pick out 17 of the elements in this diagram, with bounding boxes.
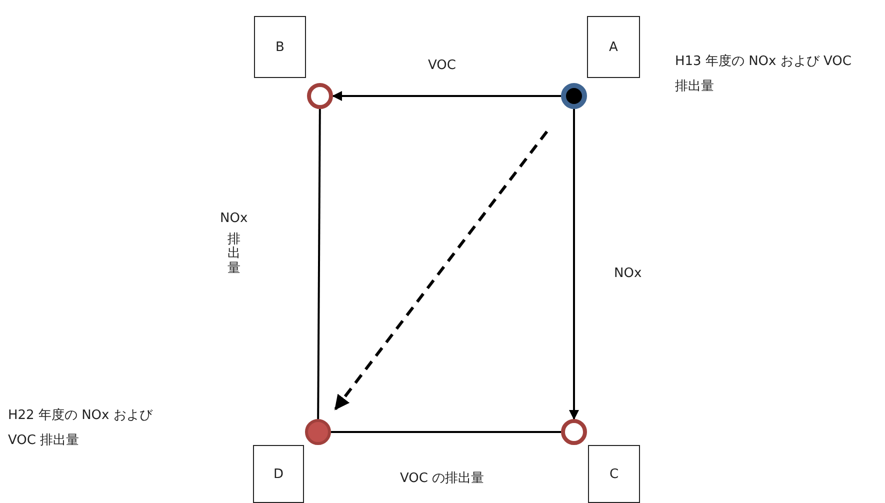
- letter-box: A: [587, 16, 640, 78]
- letter-box: D: [253, 445, 304, 503]
- point-circle: [307, 83, 333, 109]
- end-point-circle: [305, 419, 331, 445]
- annotation-text: H13 年度の NOx および VOC 排出量: [675, 53, 852, 96]
- line: [331, 431, 561, 433]
- arrow: [569, 109, 579, 420]
- point-circle: [561, 419, 587, 445]
- dashed-arrow: [334, 130, 548, 410]
- arrow: [332, 91, 561, 101]
- axis-label: NOx 排出量: [220, 212, 248, 276]
- letter-box: B: [254, 16, 306, 78]
- line: [317, 109, 321, 419]
- letter-box: C: [588, 445, 640, 503]
- axis-label: VOC の排出量: [400, 470, 486, 488]
- annotation-text: H22 年度の NOx および VOC 排出量: [8, 407, 154, 450]
- start-point-circle: [561, 83, 587, 109]
